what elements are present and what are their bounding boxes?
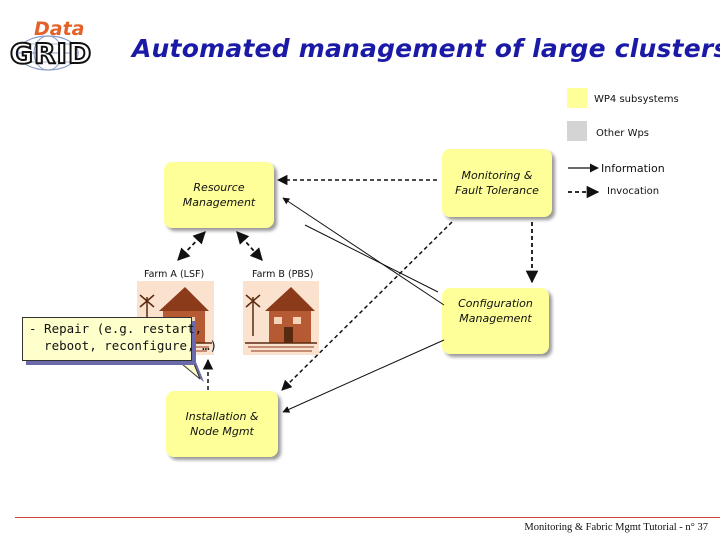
- configuration-to-resource-arrow: [282, 197, 445, 306]
- farm-a-label: Farm A (LSF): [144, 269, 205, 280]
- resource-management-box: Resource Management: [164, 162, 274, 228]
- resource-management-label: Resource Management: [182, 181, 256, 209]
- configuration-management-box: Configuration Management: [442, 288, 549, 354]
- farm-b-house-icon: [245, 287, 317, 352]
- logo-data-text: Data: [34, 18, 85, 40]
- legend-wp4-swatch: [567, 88, 587, 108]
- datagrid-logo: Data GRID: [8, 18, 108, 72]
- farm-b-label: Farm B (PBS): [252, 269, 314, 280]
- legend-wp4-label: WP4 subsystems: [594, 94, 679, 105]
- legend-invocation-label: Invocation: [607, 186, 660, 197]
- installation-box: Installation & Node Mgmt: [166, 391, 278, 457]
- logo-grid-text: GRID: [9, 36, 93, 71]
- configuration-management-label: Configuration Management: [458, 297, 533, 325]
- farm-b-image: [243, 281, 319, 355]
- footer-text: Monitoring & Fabric Mgmt Tutorial - n° 3…: [524, 522, 708, 533]
- monitoring-box: Monitoring & Fault Tolerance: [442, 149, 552, 217]
- legend-other-label: Other Wps: [596, 128, 650, 139]
- repair-callout: - Repair (e.g. restart, reboot, reconfig…: [22, 317, 217, 361]
- farms-to-monitoring-arrow: [304, 224, 439, 293]
- monitoring-to-installation-arrow: [281, 221, 453, 391]
- resource-farm-b-arrow: [236, 231, 263, 261]
- legend-information-label: Information: [601, 162, 665, 175]
- logo-graphic: [17, 35, 79, 71]
- page-title: Automated management of large clusters: [132, 34, 720, 63]
- resource-farm-a-arrow: [177, 231, 206, 261]
- monitoring-label: Monitoring & Fault Tolerance: [455, 169, 539, 197]
- installation-label: Installation & Node Mgmt: [185, 410, 259, 438]
- configuration-to-installation-arrow: [282, 339, 445, 413]
- footer-divider: [15, 517, 720, 518]
- legend-other-swatch: [567, 121, 587, 141]
